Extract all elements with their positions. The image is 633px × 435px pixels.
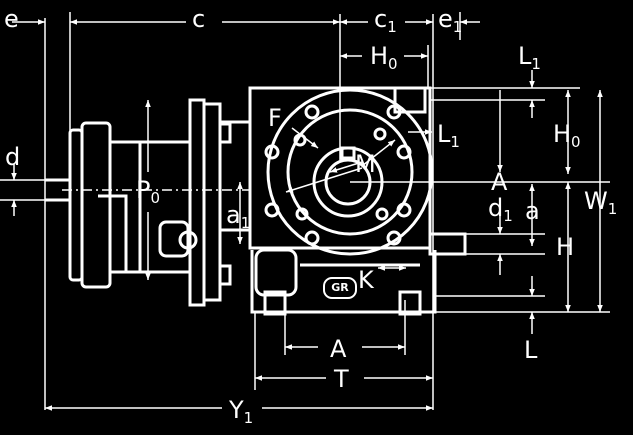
label-l1-mid: L1: [437, 120, 460, 151]
label-a1: a1: [226, 201, 251, 232]
label-d: d: [5, 143, 21, 171]
label-e1: e1: [438, 5, 463, 36]
gearbox-housing: [248, 86, 467, 256]
label-a-bottom: A: [330, 335, 347, 363]
label-w1: W1: [584, 187, 618, 218]
label-d1: d1: [488, 194, 513, 225]
label-t: T: [334, 365, 349, 393]
label-h0-top: H0: [370, 42, 398, 73]
label-k: K: [358, 266, 374, 294]
label-c1: c1: [374, 5, 397, 36]
label-y1: Y1: [229, 396, 254, 427]
label-l1-top: L1: [518, 42, 541, 73]
gr-badge: GR: [323, 277, 357, 299]
label-a-small: a: [525, 197, 540, 225]
label-e: e: [4, 5, 19, 33]
label-p0: P0: [136, 176, 161, 207]
label-f: F: [268, 104, 282, 132]
label-l-bottom: L: [524, 336, 538, 364]
label-c: c: [192, 5, 206, 33]
dimension-lines: [0, 12, 610, 411]
label-h: H: [556, 233, 575, 261]
label-a-right: A: [491, 168, 508, 196]
label-m: M: [355, 150, 376, 178]
label-h0-right: H0: [553, 120, 581, 151]
